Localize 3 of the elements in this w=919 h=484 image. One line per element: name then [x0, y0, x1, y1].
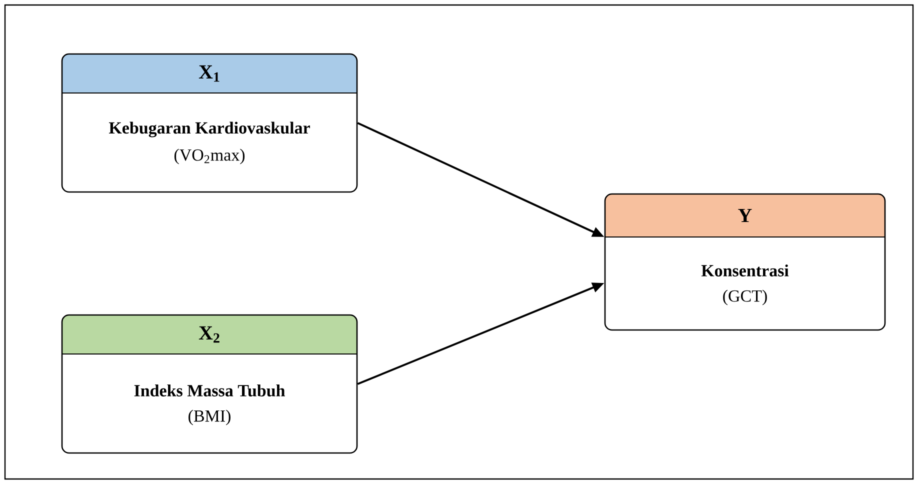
variable-box: X$_{1}$ Kebugaran Kardiovaskular (VO$_{2}$max) — [61, 53, 358, 193]
variable-box: X$_{2}$ Indeks Massa Tubuh (BMI) — [61, 314, 358, 454]
variable-box: Y Konsentrasi (GCT) — [604, 193, 886, 331]
